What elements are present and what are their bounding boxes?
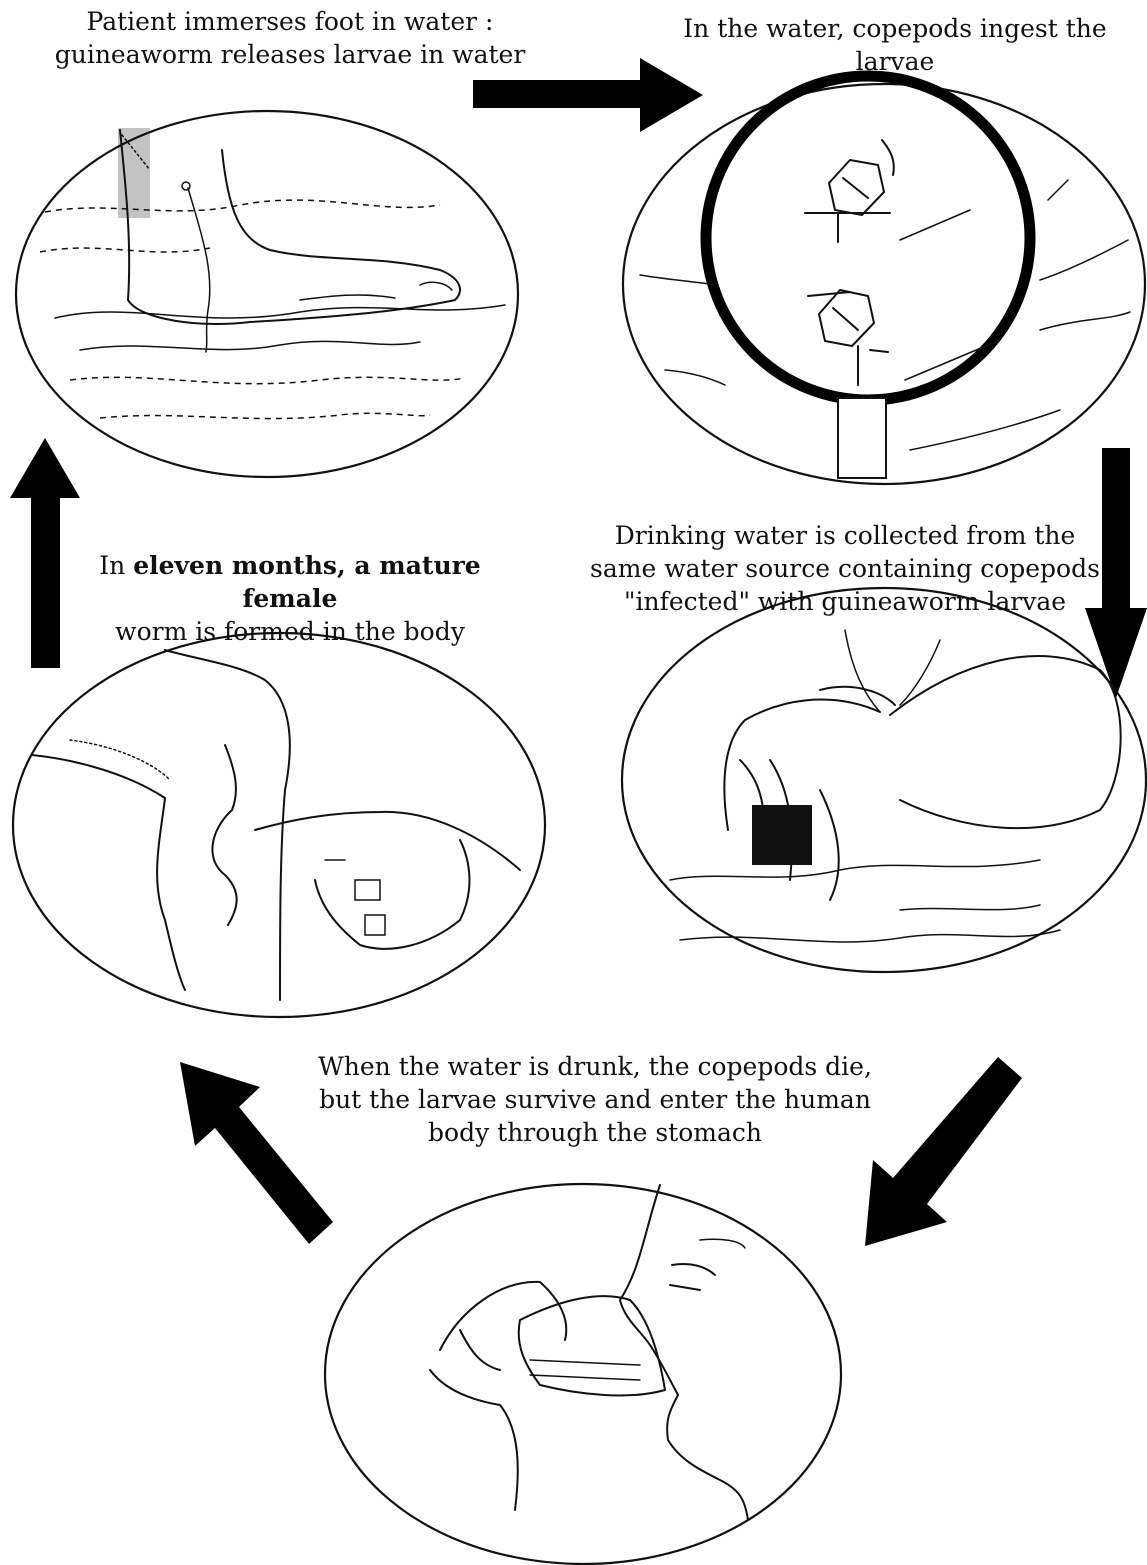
- step-3-caption: Drinking water is collected from the sam…: [575, 519, 1115, 618]
- step-1-caption: Patient immerses foot in water : guineaw…: [40, 5, 540, 71]
- step-5-line-1-pre: In: [99, 551, 133, 580]
- step-3-line-2: same water source containing copepods: [575, 552, 1115, 585]
- step-1-line-1: Patient immerses foot in water :: [40, 5, 540, 38]
- step-5-caption: In eleven months, a mature female worm i…: [60, 549, 520, 648]
- step-2-line-2: larvae: [660, 45, 1130, 78]
- step-4-line-2: but the larvae survive and enter the hum…: [295, 1083, 895, 1116]
- magnifier-copepods-icon: [623, 76, 1145, 484]
- step-3-line-3: "infected" with guineaworm larvae: [575, 585, 1115, 618]
- step-4-line-1: When the water is drunk, the copepods di…: [295, 1050, 895, 1083]
- foot-in-water-icon: [16, 111, 518, 477]
- step-5-line-2: worm is formed in the body: [60, 615, 520, 648]
- person-drinking-icon: [325, 1184, 841, 1564]
- step-4-caption: When the water is drunk, the copepods di…: [295, 1050, 895, 1149]
- step-4-line-3: body through the stomach: [295, 1116, 895, 1149]
- step-5-line-1-bold: eleven months, a mature female: [133, 551, 481, 613]
- hand-collecting-water-icon: [622, 588, 1146, 972]
- worm-under-skin-icon: [13, 633, 545, 1017]
- step-2-line-1: In the water, copepods ingest the: [660, 12, 1130, 45]
- step-3-line-1: Drinking water is collected from the: [575, 519, 1115, 552]
- step-5-line-1: In eleven months, a mature female: [60, 549, 520, 615]
- step-1-line-2: guineaworm releases larvae in water: [40, 38, 540, 71]
- step-2-caption: In the water, copepods ingest the larvae: [660, 12, 1130, 78]
